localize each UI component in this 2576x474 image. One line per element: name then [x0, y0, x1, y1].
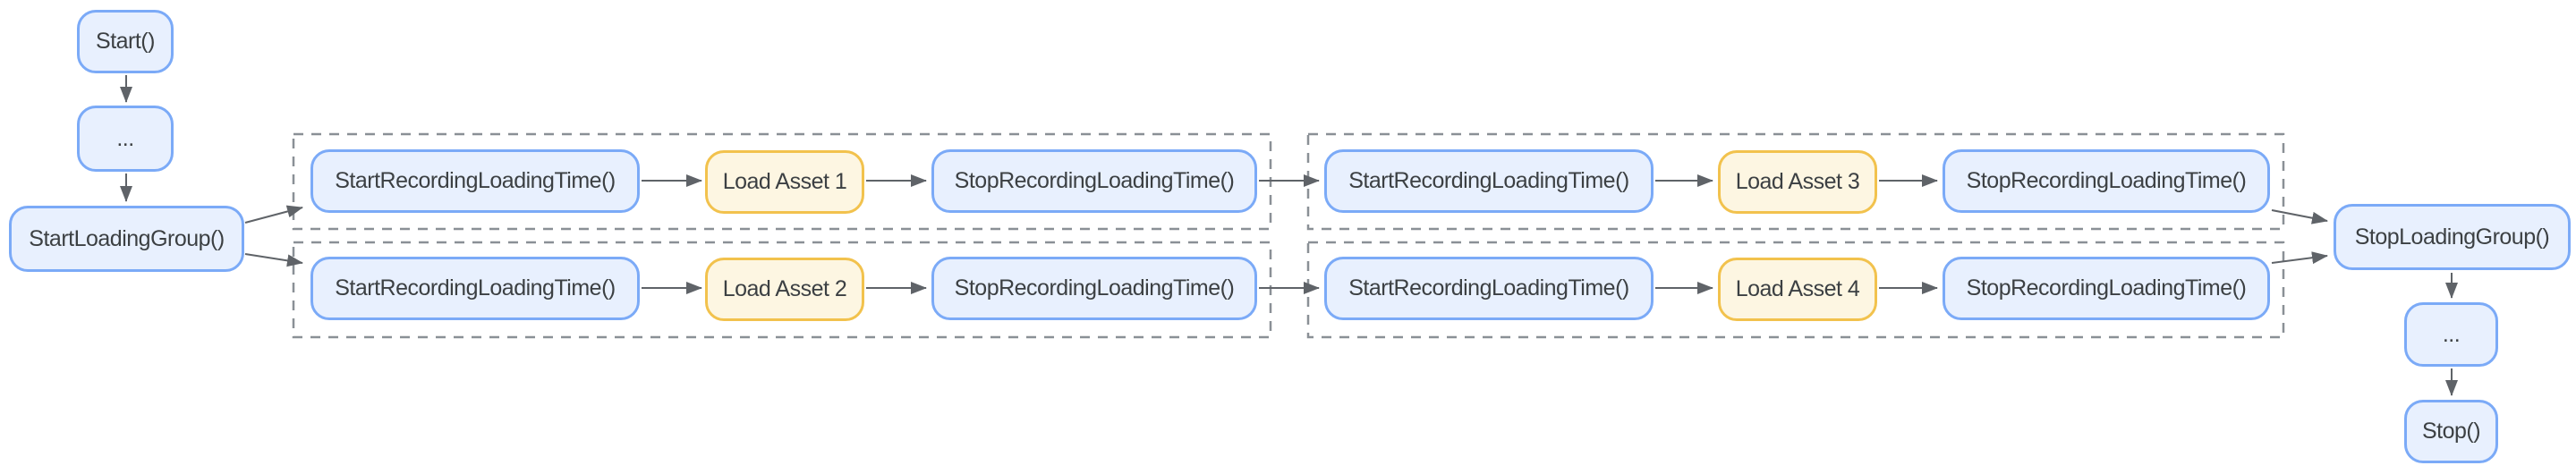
- edge-start-group-to-row-1: [244, 205, 303, 224]
- node-g1r2-stop-recording: StopRecordingLoadingTime(): [931, 257, 1257, 320]
- edge-start-group-to-row-2: [244, 253, 303, 267]
- node-g2r1-start-recording: StartRecordingLoadingTime(): [1324, 149, 1654, 213]
- node-load-asset-3: Load Asset 3: [1718, 150, 1877, 214]
- edge-row-2-to-stop-group: [2271, 251, 2328, 265]
- node-g1r1-stop-recording: StopRecordingLoadingTime(): [931, 149, 1257, 213]
- node-stop-loading-group: StopLoadingGroup(): [2334, 204, 2571, 270]
- node-start-loading-group: StartLoadingGroup(): [9, 206, 244, 272]
- node-g2r1-stop-recording: StopRecordingLoadingTime(): [1943, 149, 2270, 213]
- node-load-asset-4: Load Asset 4: [1718, 258, 1877, 321]
- node-stop: Stop(): [2404, 400, 2498, 463]
- node-pre-ellipsis: ...: [77, 106, 174, 172]
- node-start: Start(): [77, 10, 174, 73]
- node-g1r1-start-recording: StartRecordingLoadingTime(): [310, 149, 640, 213]
- node-g2r2-stop-recording: StopRecordingLoadingTime(): [1943, 257, 2270, 320]
- node-g1r2-start-recording: StartRecordingLoadingTime(): [310, 257, 640, 320]
- node-load-asset-1: Load Asset 1: [705, 150, 864, 214]
- node-load-asset-2: Load Asset 2: [705, 258, 864, 321]
- node-g2r2-start-recording: StartRecordingLoadingTime(): [1324, 257, 1654, 320]
- edge-row-1-to-stop-group: [2271, 209, 2328, 224]
- node-post-ellipsis: ...: [2404, 302, 2498, 367]
